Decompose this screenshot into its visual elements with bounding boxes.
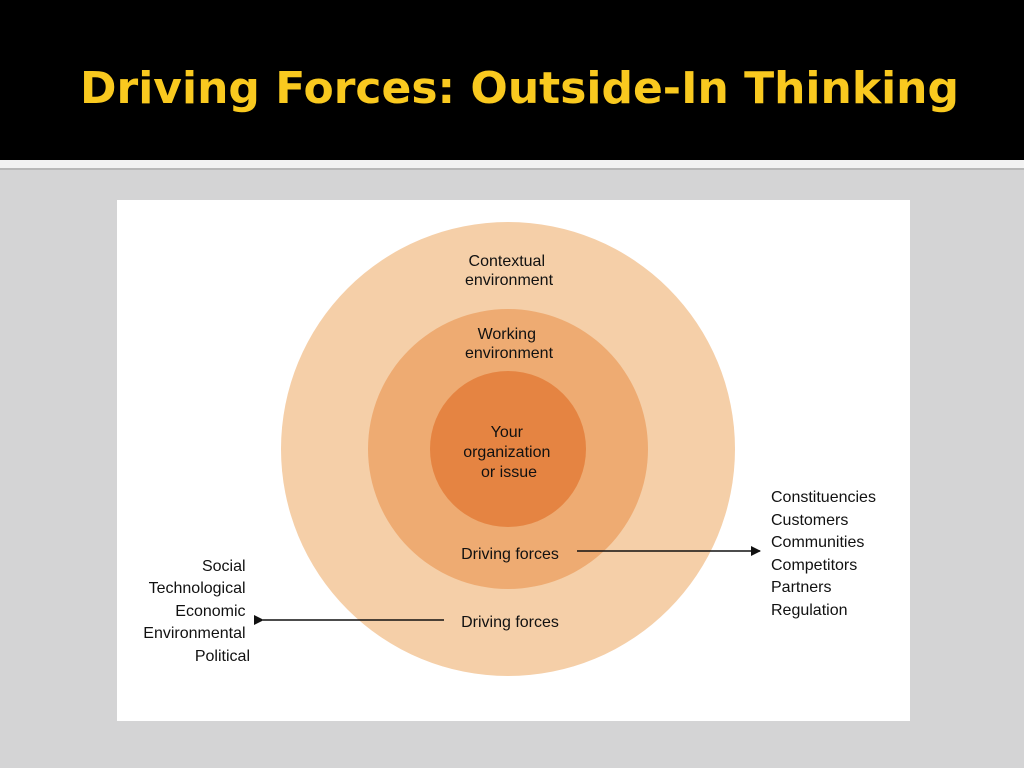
working-force-item: Regulation xyxy=(771,602,848,619)
organization-core-label-line-2: organization xyxy=(463,444,550,461)
contextual-force-item: Environmental xyxy=(143,625,245,642)
contextual-force-item: Technological xyxy=(149,580,246,597)
contextual-forces-list: Social Technological Economic Environmen… xyxy=(143,558,250,665)
diagram-panel: Contextual environment Working environme… xyxy=(117,200,910,721)
organization-core-label: Your organization or issue xyxy=(463,424,555,481)
organization-core-label-line-1: Your xyxy=(491,424,524,441)
working-force-item: Competitors xyxy=(771,557,857,574)
contextual-driving-forces-label: Driving forces xyxy=(461,614,559,631)
title-bar xyxy=(0,0,1024,160)
working-force-item: Communities xyxy=(771,534,864,551)
contextual-environment-label-line-1: Contextual xyxy=(469,253,546,270)
outside-in-diagram: Contextual environment Working environme… xyxy=(143,222,880,676)
organization-core-label-line-3: or issue xyxy=(481,464,537,481)
working-environment-label-line-2: environment xyxy=(465,345,554,362)
working-force-item: Constituencies xyxy=(771,489,876,506)
working-force-item: Customers xyxy=(771,512,848,529)
title-divider xyxy=(0,160,1024,170)
contextual-environment-label: Contextual environment xyxy=(465,253,554,289)
contextual-force-item: Social xyxy=(202,558,246,575)
slide-title: Driving Forces: Outside-In Thinking xyxy=(80,63,959,114)
working-driving-forces-label: Driving forces xyxy=(461,546,559,563)
contextual-force-item: Political xyxy=(195,648,250,665)
working-environment-label-line-1: Working xyxy=(478,326,536,343)
organization-core-circle xyxy=(430,371,586,527)
working-forces-list: Constituencies Customers Communities Com… xyxy=(771,489,880,619)
contextual-environment-label-line-2: environment xyxy=(465,272,554,289)
working-force-item: Partners xyxy=(771,579,831,596)
working-environment-label: Working environment xyxy=(465,326,554,362)
contextual-force-item: Economic xyxy=(175,603,245,620)
